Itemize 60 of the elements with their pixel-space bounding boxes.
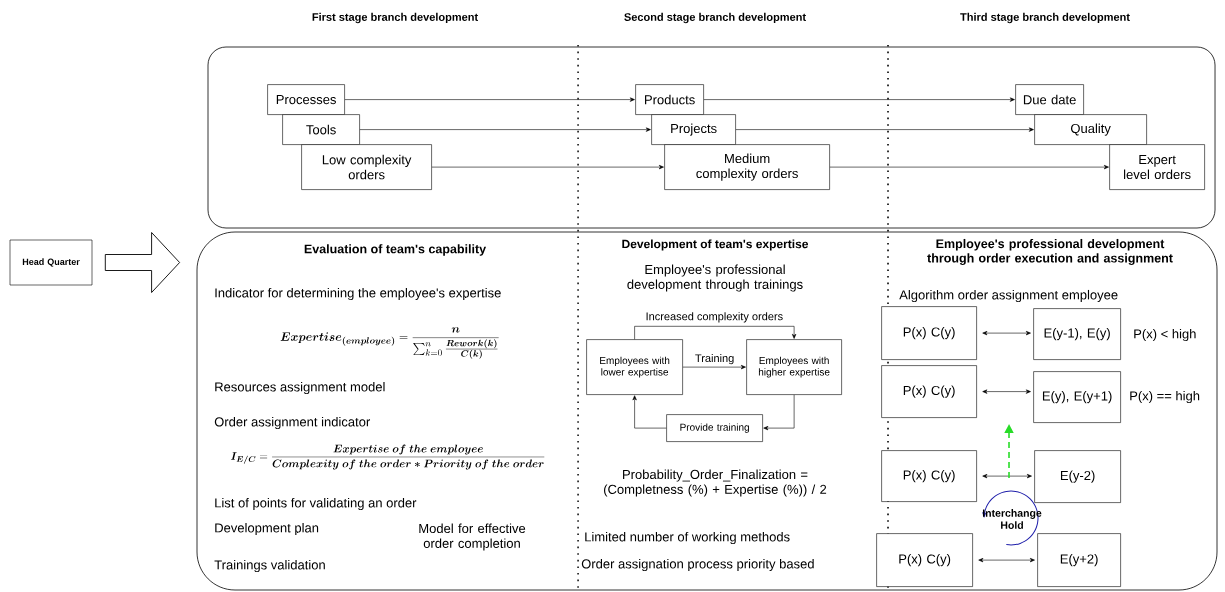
box: Processes <box>267 84 345 115</box>
box: Head Quarter <box>9 239 93 286</box>
label-text: Order assignation process priority based <box>581 558 814 572</box>
label-text: Model for effective order completion <box>419 523 526 551</box>
label-text: Algorithm order assignment employee <box>899 289 1118 303</box>
label-text: Employee's professional development through order execution and assignment <box>927 238 1173 266</box>
arrow <box>829 165 1109 170</box>
arrow <box>763 394 795 431</box>
formula: $\boldsymbol{Expertise}_{\boldsymbol{(employee)}} = \frac{\boldsymbol{n}}{\sum_{k=0}^{n} \frac{\boldsymbol{Rework(k)}}{\boldsymbol{C(k)}}}$ <box>280 327 499 359</box>
label-text: P(x) == high <box>1130 390 1200 404</box>
box: E(y+2) <box>1037 533 1121 587</box>
box: Tools <box>282 114 360 145</box>
label-text: Order assignment indicator <box>214 416 370 430</box>
label-text: Employee's professional development through trainings <box>627 264 803 292</box>
label-text: P(x) < high <box>1134 328 1196 342</box>
label-text: Indicator for determining the employee's expertise <box>215 287 501 301</box>
arrow <box>978 558 1035 563</box>
box: Projects <box>651 114 736 145</box>
block-arrow <box>104 232 181 293</box>
label-text: Resources assignment model <box>215 381 385 395</box>
label-text: Trainings validation <box>214 559 325 573</box>
label-text: Second stage branch development <box>624 12 806 24</box>
arrow <box>682 365 746 370</box>
arrow <box>982 474 1032 479</box>
panel <box>196 231 1218 591</box>
arrow <box>359 127 651 132</box>
panel <box>207 46 1216 229</box>
arrow <box>632 395 667 429</box>
arrow <box>982 389 1031 394</box>
box: P(x) C(y) <box>876 533 973 587</box>
box: Quality <box>1034 114 1147 145</box>
box: P(x) C(y) <box>881 365 977 418</box>
arrow <box>982 331 1031 336</box>
arrow <box>703 97 1015 102</box>
label-text: List of points for validating an order <box>215 497 417 511</box>
box: E(y-2) <box>1034 450 1121 503</box>
label-text: Evaluation of team's capability <box>304 244 487 256</box>
arrow <box>344 97 635 102</box>
label-text: Development of team's expertise <box>622 239 809 251</box>
label-text: First stage branch development <box>312 12 478 24</box>
edge-label: Increased complexity orders <box>644 311 785 324</box>
label-text: Limited number of working methods <box>585 531 790 545</box>
box: Due date <box>1015 84 1084 115</box>
edge-label: Training <box>693 353 736 366</box>
box: P(x) C(y) <box>881 450 977 502</box>
box: Employees with lower expertise <box>586 339 683 395</box>
box: P(x) C(y) <box>881 306 977 360</box>
label-text: Probability_Order_Finalization = (Completness (%) + Expertise (%)) / 2 <box>604 469 827 497</box>
label-text: Development plan <box>215 522 319 536</box>
box: E(y), E(y+1) <box>1033 371 1121 423</box>
box: Products <box>635 84 704 115</box>
formula: $\boldsymbol{I_{E/C}} = \frac{\boldsymbol{Expertise\ of\ the\ employee}}{\boldsymbol{Complexity\ of\ the\ order*Priority\ of\ the\ order}}$ <box>230 444 545 470</box>
box: E(y-1), E(y) <box>1033 308 1121 360</box>
box: Provide training <box>666 414 763 442</box>
label-text: Third stage branch development <box>960 12 1130 24</box>
arrow <box>735 127 1034 132</box>
box: Expert level orders <box>1109 144 1205 190</box>
arrow <box>431 165 664 170</box>
arrow <box>634 326 797 340</box>
box: Employees with higher expertise <box>746 339 842 395</box>
